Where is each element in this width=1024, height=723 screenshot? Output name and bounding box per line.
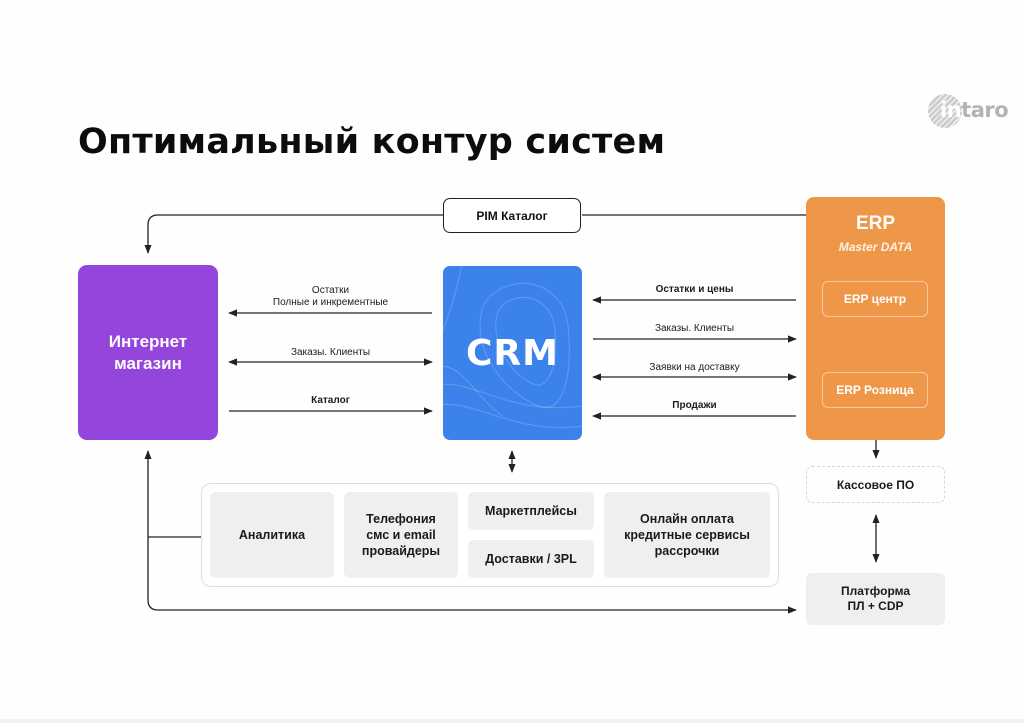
erp-subtitle: Master DATA — [838, 240, 913, 254]
node-erp[interactable]: ERP Master DATA ERP центр ERP Розница — [806, 197, 945, 440]
service-analytics[interactable]: Аналитика — [210, 492, 334, 578]
platform-label-line1: Платформа — [840, 584, 911, 598]
payments-line2: кредитные сервисы — [624, 528, 750, 542]
intaro-logo: intaro — [928, 94, 1009, 130]
node-erp-center[interactable]: ERP центр — [822, 281, 928, 317]
service-online-payments[interactable]: Онлайн оплата кредитные сервисы рассрочк… — [604, 492, 770, 578]
platform-label-line2: ПЛ + CDP — [847, 599, 904, 613]
crm-contour-pattern-icon — [443, 266, 582, 429]
service-marketplaces[interactable]: Маркетплейсы — [468, 492, 594, 530]
slide-title: Оптимальный контур систем — [78, 122, 666, 162]
telephony-line2: смс и email — [366, 528, 436, 542]
node-platform-loyalty-cdp[interactable]: Платформа ПЛ + CDP — [806, 573, 945, 625]
service-telephony[interactable]: Телефония смс и email провайдеры — [344, 492, 458, 578]
intaro-logo-icon — [928, 94, 962, 128]
payments-line1: Онлайн оплата — [639, 512, 735, 526]
edge-label-stock-prices: Остатки и цены — [655, 284, 734, 295]
service-delivery-3pl[interactable]: Доставки / 3PL — [468, 540, 594, 578]
edge-label-stock: Остатки Полные и инкрементные — [272, 285, 389, 308]
edge-label-orders-right: Заказы. Клиенты — [654, 323, 735, 334]
payments-line3: рассрочки — [654, 544, 720, 558]
edge-label-sales: Продажи — [672, 400, 717, 411]
logo-text: intaro — [940, 98, 1009, 122]
node-crm[interactable]: CRM — [443, 266, 582, 440]
shop-label-line2: магазин — [114, 353, 182, 373]
edge-pim-to-shop — [144, 214, 443, 254]
edge-erp-pim-shop — [144, 214, 806, 254]
erp-title: ERP — [855, 213, 896, 234]
edge-label-catalog: Каталог — [311, 395, 350, 406]
edge-label-orders-left: Заказы. Клиенты — [290, 347, 371, 358]
crm-label: CRM — [466, 332, 559, 374]
telephony-line3: провайдеры — [361, 544, 441, 558]
slide-bottom-border — [0, 719, 1024, 723]
telephony-line1: Телефония — [366, 512, 436, 526]
edge-label-delivery-requests: Заявки на доставку — [649, 362, 740, 373]
node-pim-catalog[interactable]: PIM Каталог — [443, 198, 581, 233]
edge-shop-to-platform — [147, 599, 797, 614]
node-erp-retail[interactable]: ERP Розница — [822, 372, 928, 408]
node-kassa-software[interactable]: Кассовое ПО — [806, 466, 945, 503]
node-internet-shop[interactable]: Интернет магазин — [78, 265, 218, 440]
shop-label-line1: Интернет — [108, 331, 188, 351]
